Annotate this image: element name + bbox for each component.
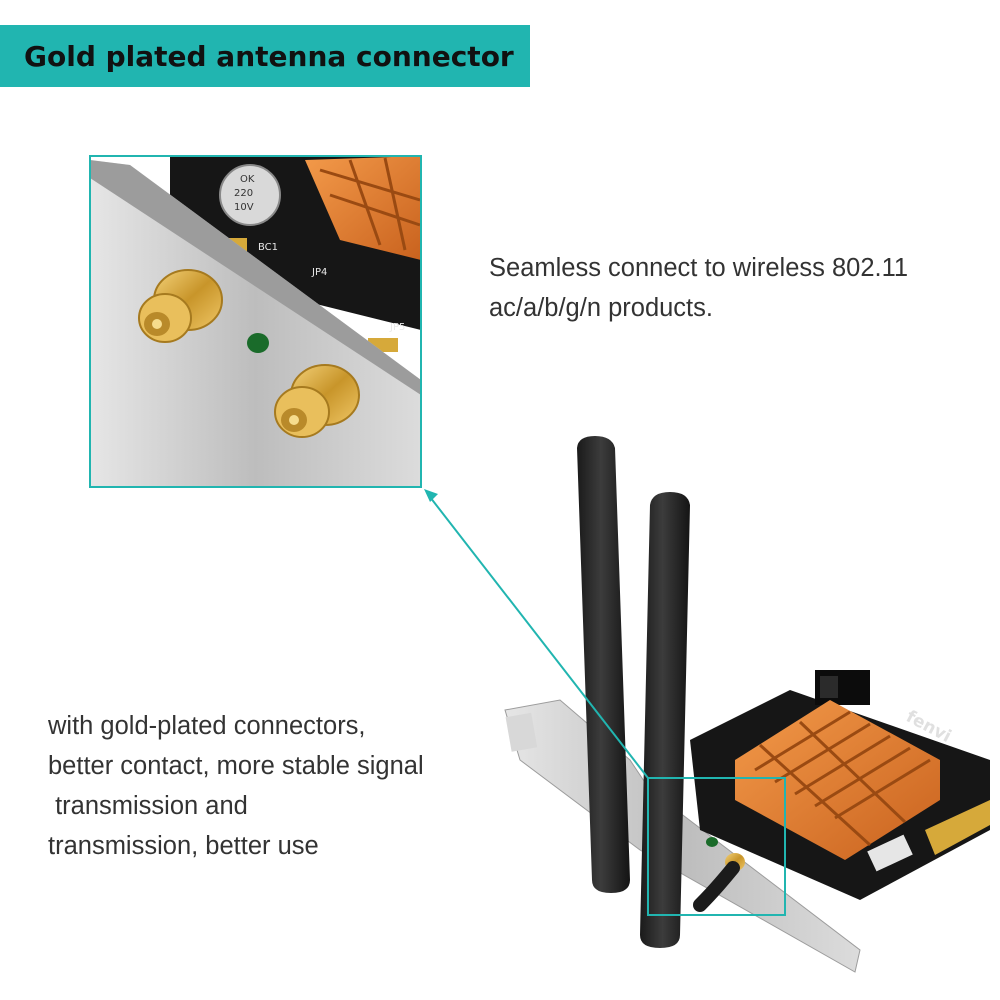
antenna [640,492,690,948]
sma-connector-zoom [138,269,223,343]
capacitor: OK 220 10V [219,164,281,226]
caption-wireless: Seamless connect to wireless 802.11 ac/a… [489,248,908,328]
board-label: BC1 [258,242,278,253]
caption-line: better contact, more stable signal [48,752,424,780]
board-label: JP4 [311,267,327,278]
heading-title: Gold plated antenna connector [24,39,514,73]
caption-line: ac/a/b/g/n products. [489,294,713,322]
arrow-up-left-icon [424,489,649,779]
sma-connector-zoom [274,364,360,438]
board-label: JP5 [389,322,405,333]
heading-banner: Gold plated antenna connector [0,25,530,87]
antenna [577,436,630,893]
zoom-inset: OK 220 10V BC1 JP4 JP5 [90,156,421,487]
caption-line: Seamless connect to wireless 802.11 [489,254,909,282]
heatsink-zoom [305,156,421,260]
led-dot-icon [247,333,269,353]
caption-connectors: with gold-plated connectors, better cont… [48,706,424,866]
highlight-box [647,777,786,916]
pcie-edge-connector [925,800,990,855]
caption-line: transmission and [48,792,248,820]
caption-line: transmission, better use [48,832,319,860]
wifi-card: fenvi [504,436,990,973]
capacitor-label: OK [240,174,255,185]
capacitor-label: 10V [234,202,254,213]
capacitor-label: 220 [234,188,253,199]
caption-line: with gold-plated connectors, [48,712,366,740]
zoom-inset-frame [89,155,422,488]
heatsink [735,700,940,860]
